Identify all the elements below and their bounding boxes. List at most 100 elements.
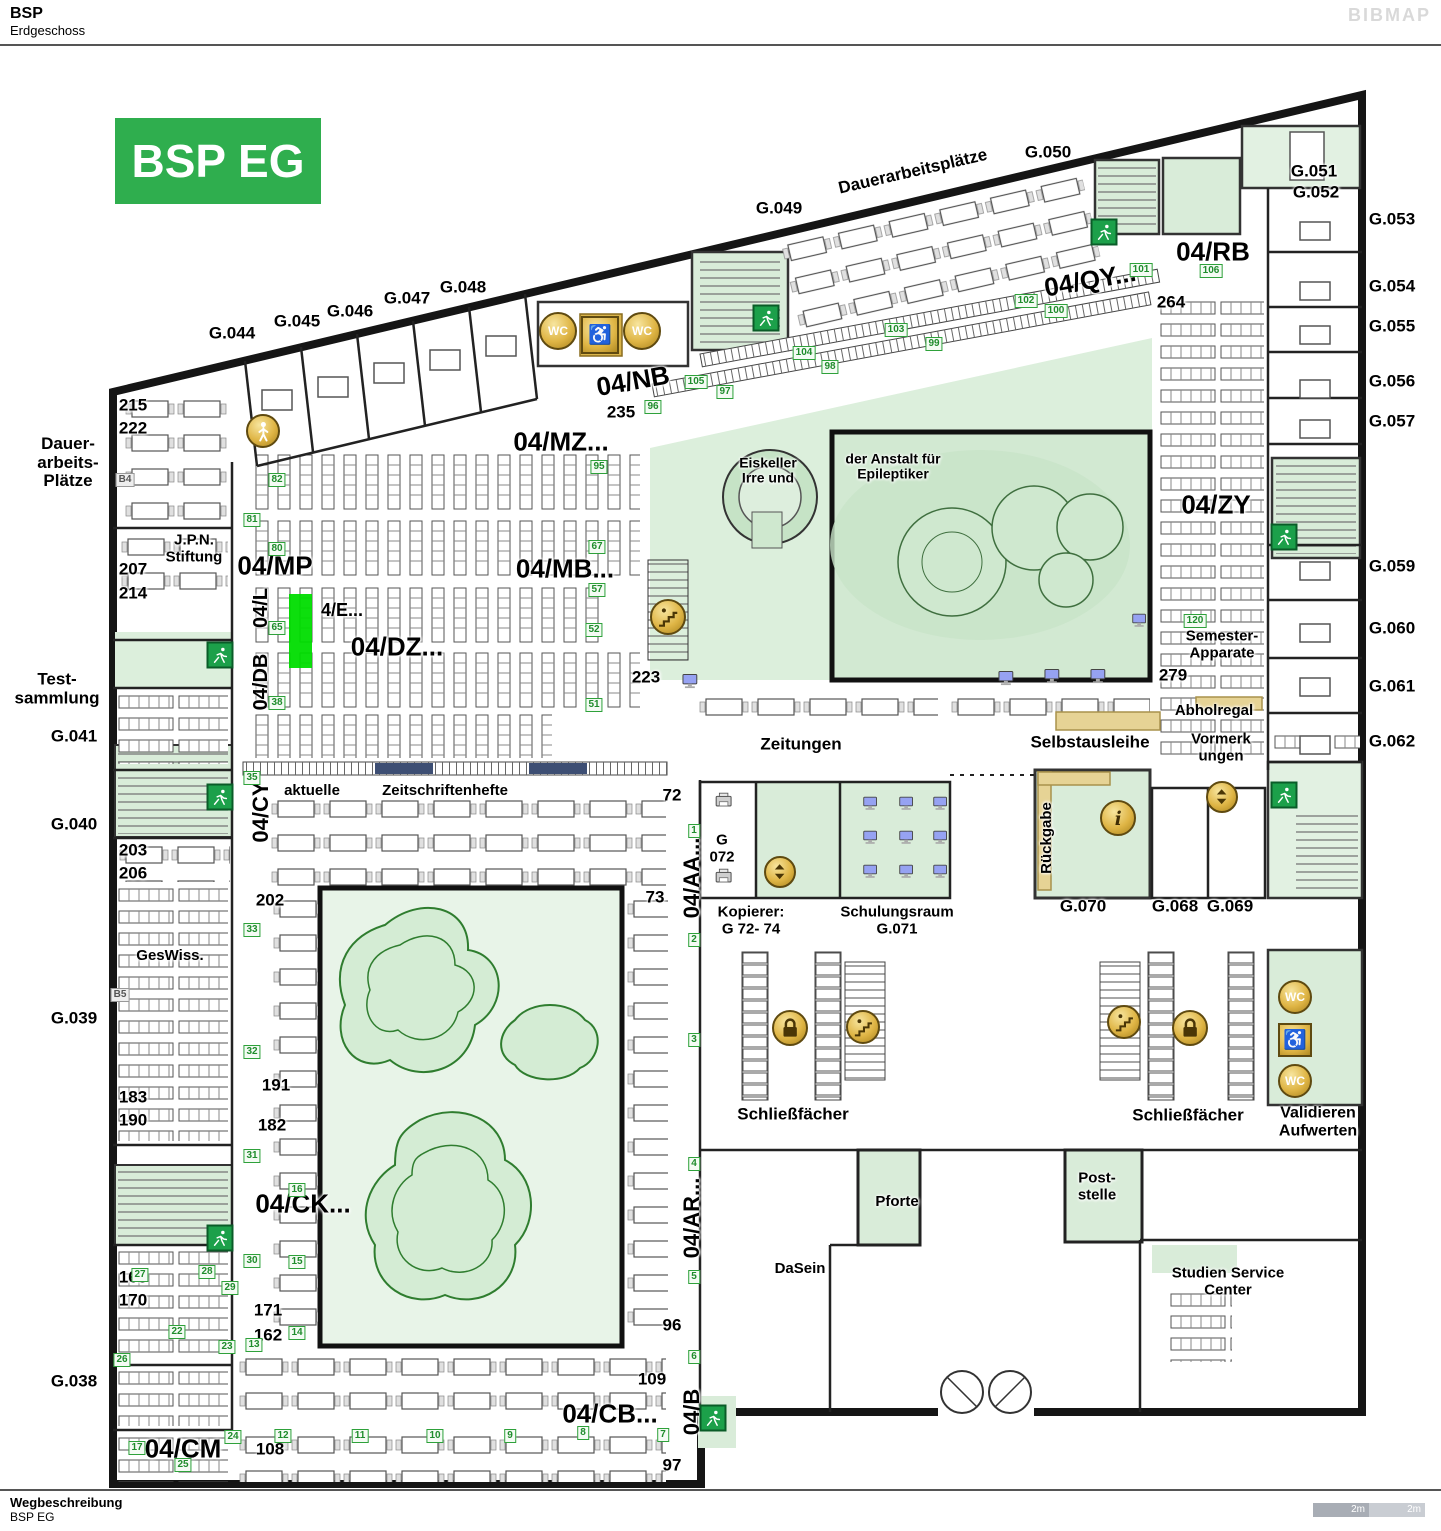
service-person-icon: [246, 414, 280, 448]
shelf-marker-32[interactable]: 32: [243, 1045, 261, 1059]
shelf-marker-100[interactable]: 100: [1044, 304, 1068, 318]
shelf-marker-12[interactable]: 12: [274, 1429, 292, 1443]
room-label-g-049: G.049: [755, 198, 803, 218]
shelf-marker-28[interactable]: 28: [198, 1265, 216, 1279]
shelf-marker-27[interactable]: 27: [131, 1268, 149, 1282]
room-label-g-060: G.060: [1368, 618, 1416, 638]
shelf-marker-35[interactable]: 35: [243, 771, 261, 785]
shelf-marker-65[interactable]: 65: [268, 621, 286, 635]
shelf-marker-31[interactable]: 31: [243, 1149, 261, 1163]
map-text-dasein: DaSein: [774, 1259, 826, 1277]
shelf-number-279: 279: [1158, 665, 1188, 685]
shelf-marker-98[interactable]: 98: [821, 360, 839, 374]
shelf-marker-22[interactable]: 22: [168, 1325, 186, 1339]
shelf-marker-101[interactable]: 101: [1129, 263, 1153, 277]
map-text-zeitschriftenhefte: Zeitschriftenhefte: [382, 781, 508, 799]
shelf-marker-106[interactable]: 106: [1199, 264, 1223, 278]
shelf-marker-120[interactable]: 120: [1183, 614, 1207, 628]
shelf-number-202: 202: [255, 890, 285, 910]
elevator-icon: [764, 856, 796, 888]
service-desks: [1037, 696, 1263, 891]
map-text-schulungsraum: Schulungsraum G.071: [840, 903, 954, 937]
shelf-marker-81[interactable]: 81: [243, 513, 261, 527]
shelf-marker-33[interactable]: 33: [243, 923, 261, 937]
room-label-g-039: G.039: [50, 1008, 98, 1028]
room-label-g-052: G.052: [1292, 182, 1340, 202]
room-label-g-047: G.047: [383, 288, 431, 308]
area-label-04-cb: 04/CB...: [562, 1398, 658, 1429]
shelf-number-108: 108: [255, 1439, 285, 1459]
shelf-number-183: 183: [118, 1087, 148, 1107]
map-text-der-anstalt-für: der Anstalt für Epileptiker: [845, 450, 941, 482]
copier-icon: [710, 787, 738, 815]
shelf-marker-17[interactable]: 17: [128, 1441, 146, 1455]
selected-shelf-highlight[interactable]: [289, 594, 312, 668]
shelf-marker-80[interactable]: 80: [268, 542, 286, 556]
shelf-marker-95[interactable]: 95: [590, 460, 608, 474]
shelf-marker-105[interactable]: 105: [684, 375, 708, 389]
shelf-marker-3[interactable]: 3: [688, 1033, 700, 1047]
shelf-marker-4[interactable]: 4: [688, 1157, 700, 1171]
shelf-marker-97[interactable]: 97: [716, 385, 734, 399]
shelf-number-207: 207: [118, 559, 148, 579]
shelf-marker-25[interactable]: 25: [174, 1458, 192, 1472]
room-label-g-068: G.068: [1151, 896, 1199, 916]
area-label-04-aa: 04/AA...: [678, 837, 704, 919]
shelf-number-203: 203: [118, 840, 148, 860]
shelf-marker-82[interactable]: 82: [268, 473, 286, 487]
shelf-marker-5[interactable]: 5: [688, 1270, 700, 1284]
area-label-04-zy: 04/ZY: [1181, 489, 1251, 520]
room-label-g-038: G.038: [50, 1371, 98, 1391]
shelf-marker-57[interactable]: 57: [588, 583, 606, 597]
accessible-wc-icon: ♿: [1278, 1023, 1312, 1057]
shelf-marker-7[interactable]: 7: [657, 1428, 669, 1442]
copier-icon: [710, 863, 738, 891]
shelf-marker-30[interactable]: 30: [243, 1254, 261, 1268]
area-label-04-dz: 04/DZ...: [350, 631, 444, 662]
shelf-marker-11[interactable]: 11: [351, 1429, 369, 1443]
map-text-j-p-n: J.P.N. Stiftung: [165, 531, 223, 565]
shelf-number-97: 97: [662, 1455, 682, 1475]
shelf-marker-104[interactable]: 104: [792, 346, 816, 360]
map-text-dauer: Dauer- arbeits- Plätze: [37, 433, 99, 491]
shelf-marker-16[interactable]: 16: [288, 1183, 306, 1197]
map-text-test: Test- sammlung: [14, 669, 100, 707]
shelf-marker-51[interactable]: 51: [585, 698, 603, 712]
shelf-marker-2[interactable]: 2: [688, 933, 700, 947]
area-label-04-mb: 04/MB...: [515, 553, 615, 584]
area-label-04-rb: 04/RB: [1176, 236, 1250, 267]
shelf-marker-14[interactable]: 14: [288, 1326, 306, 1340]
map-text-studien-service: Studien Service Center: [1171, 1264, 1285, 1298]
room-label-g-044: G.044: [208, 323, 256, 343]
room-label-g-040: G.040: [50, 814, 98, 834]
shelf-marker-15[interactable]: 15: [288, 1255, 306, 1269]
room-label-g-059: G.059: [1368, 556, 1416, 576]
shelf-marker-29[interactable]: 29: [221, 1281, 239, 1295]
shelf-marker-26[interactable]: 26: [113, 1353, 131, 1367]
shelf-marker-6[interactable]: 6: [688, 1350, 700, 1364]
map-text-aktuelle: aktuelle: [284, 781, 340, 799]
shelf-marker-8[interactable]: 8: [577, 1426, 589, 1440]
shelf-marker-103[interactable]: 103: [884, 323, 908, 337]
shelf-marker-1[interactable]: 1: [688, 824, 700, 838]
area-label-04-mz: 04/MZ...: [513, 426, 609, 457]
emergency-exit-icon: [699, 1404, 727, 1432]
shelf-marker-9[interactable]: 9: [504, 1429, 516, 1443]
computer-icon: [993, 665, 1019, 691]
shelf-marker-52[interactable]: 52: [585, 623, 603, 637]
shelf-marker-67[interactable]: 67: [588, 540, 606, 554]
shelf-marker-38[interactable]: 38: [268, 696, 286, 710]
shelf-marker-23[interactable]: 23: [218, 1340, 236, 1354]
single-desks: [261, 131, 1331, 755]
shelf-marker-10[interactable]: 10: [426, 1429, 444, 1443]
shelf-marker-102[interactable]: 102: [1014, 294, 1038, 308]
shelf-number-72: 72: [662, 785, 682, 805]
lockers-lock-icon: [1172, 1010, 1208, 1046]
shelf-marker-96[interactable]: 96: [644, 400, 662, 414]
shelf-marker-24[interactable]: 24: [224, 1430, 242, 1444]
shelf-marker-13[interactable]: 13: [245, 1338, 263, 1352]
emergency-exit-icon: [1270, 523, 1298, 551]
room-label-g-045: G.045: [273, 311, 321, 331]
shelf-marker-99[interactable]: 99: [925, 337, 943, 351]
